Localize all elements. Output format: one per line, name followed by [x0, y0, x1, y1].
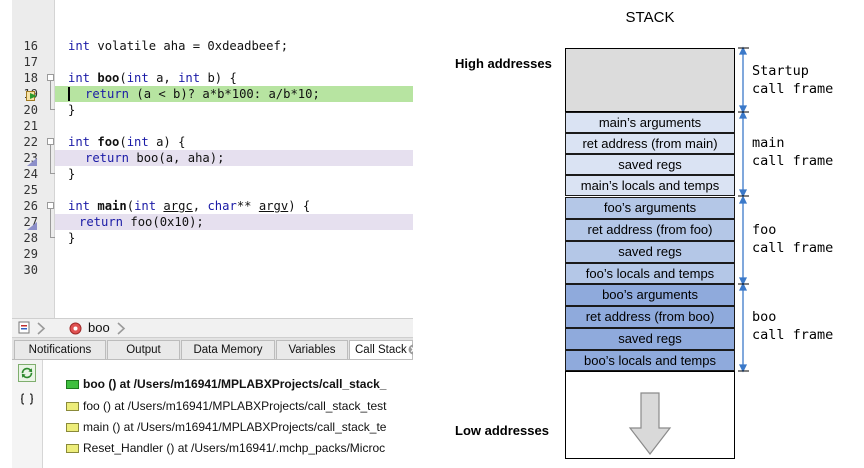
frame-brackets — [738, 46, 749, 373]
code-line[interactable]: int foo(int a) { — [68, 135, 186, 149]
frame-icon — [66, 423, 79, 433]
fold-icon[interactable] — [47, 202, 54, 209]
stack-growth-arrow — [628, 392, 672, 455]
stack-cell-boo-arguments: boo’s arguments — [565, 284, 735, 306]
frame-icon — [66, 444, 79, 454]
line-number: 16 — [23, 39, 38, 53]
startup-frame-label: Startup call frame — [752, 63, 834, 97]
stack-cell-boo-saved-regs: saved regs — [565, 328, 735, 350]
code-line[interactable]: int volatile aha = 0xdeadbeef; — [68, 39, 289, 53]
line-number: 18 — [23, 71, 38, 85]
call-site-line[interactable]: return boo(a, aha); — [55, 150, 413, 166]
code-line[interactable]: int main(int argc, char** argv) { — [68, 199, 311, 213]
line-number: 15 — [12, 0, 38, 4]
call-stack-frame-current[interactable]: boo () at /Users/m16941/MPLABXProjects/c… — [66, 374, 386, 394]
fold-icon[interactable] — [47, 138, 54, 145]
startup-frame-block — [565, 48, 735, 112]
diagram-title: STACK — [625, 9, 675, 26]
fold-guide — [50, 81, 51, 109]
fold-guide — [50, 109, 55, 110]
line-number: 29 — [23, 247, 38, 261]
close-icon[interactable] — [408, 344, 413, 355]
stack-cell-boo-locals: boo’s locals and temps — [565, 350, 735, 371]
code-line[interactable]: } — [68, 103, 76, 117]
refresh-icon[interactable] — [18, 364, 36, 382]
line-number: 21 — [23, 119, 38, 133]
breadcrumb: boo — [12, 318, 413, 338]
call-stack-frame[interactable]: Reset_Handler () at /Users/m16941/.mchp_… — [66, 438, 385, 458]
ide-panel: 15 16 17 18 19 20 21 22 23 24 25 26 27 2… — [12, 0, 413, 468]
source-file-icon[interactable] — [18, 321, 31, 334]
call-site-icon[interactable] — [26, 221, 38, 231]
line-number: 30 — [23, 263, 38, 277]
line-number: 28 — [23, 231, 38, 245]
current-frame-icon — [66, 380, 79, 390]
tab-notifications[interactable]: Notifications — [14, 340, 106, 359]
line-number-gutter: 15 16 17 18 19 20 21 22 23 24 25 26 27 2… — [12, 0, 55, 318]
chevron-right-icon — [117, 322, 126, 335]
line-number: 22 — [23, 135, 38, 149]
high-addresses-label: High addresses — [455, 56, 552, 71]
line-number: 20 — [23, 103, 38, 117]
line-number: 17 — [23, 55, 38, 69]
fold-guide — [50, 145, 51, 173]
call-stack-panel: boo () at /Users/m16941/MPLABXProjects/c… — [12, 360, 413, 468]
frame-icon — [66, 402, 79, 412]
main-frame-label: main call frame — [752, 135, 834, 169]
line-number: 26 — [23, 199, 38, 213]
boo-frame-label: boo call frame — [752, 309, 834, 343]
frame-details-icon[interactable] — [20, 392, 34, 406]
stack-cell-main-saved-regs: saved regs — [565, 154, 735, 175]
code-line[interactable]: } — [68, 167, 76, 181]
fold-guide — [50, 209, 51, 237]
call-stack-frame[interactable]: foo () at /Users/m16941/MPLABXProjects/c… — [66, 396, 386, 416]
fold-guide — [50, 173, 55, 174]
code-line[interactable]: } — [68, 231, 76, 245]
call-site-line[interactable]: return foo(0x10); — [55, 214, 413, 230]
stack-cell-main-ret-address: ret address (from main) — [565, 133, 735, 154]
tab-output[interactable]: Output — [107, 340, 180, 359]
fold-icon[interactable] — [47, 74, 54, 81]
tab-call-stack[interactable]: Call Stack — [349, 340, 413, 359]
tab-call-stack-label: Call Stack — [355, 344, 407, 356]
call-stack-frame[interactable]: main () at /Users/m16941/MPLABXProjects/… — [66, 417, 386, 437]
breadcrumb-function[interactable]: boo — [88, 320, 110, 335]
code-line[interactable]: int boo(int a, int b) { — [68, 71, 237, 85]
tab-variables[interactable]: Variables — [276, 340, 348, 359]
stack-cell-main-locals: main’s locals and temps — [565, 175, 735, 196]
panel-toolbar — [12, 360, 43, 468]
current-execution-line[interactable]: return (a < b)? a*b*100: a/b*10; — [55, 86, 413, 102]
stack-cell-main-arguments: main’s arguments — [565, 112, 735, 133]
stack-cell-boo-ret-address: ret address (from boo) — [565, 306, 735, 328]
stack-cell-foo-locals: foo’s locals and temps — [565, 263, 735, 284]
chevron-right-icon — [37, 322, 46, 335]
program-counter-icon[interactable] — [26, 91, 38, 101]
bottom-tab-bar: Notifications Output Data Memory Variabl… — [12, 338, 413, 360]
line-number: 24 — [23, 167, 38, 181]
text-caret — [68, 87, 70, 101]
line-number: 25 — [23, 183, 38, 197]
stack-cell-foo-saved-regs: saved regs — [565, 241, 735, 263]
stack-cell-foo-arguments: foo’s arguments — [565, 197, 735, 219]
foo-frame-label: foo call frame — [752, 222, 834, 256]
tab-data-memory[interactable]: Data Memory — [181, 340, 275, 359]
stack-cell-foo-ret-address: ret address (from foo) — [565, 219, 735, 241]
call-site-icon[interactable] — [26, 157, 38, 167]
fold-guide — [50, 237, 55, 238]
low-addresses-label: Low addresses — [455, 423, 549, 438]
function-icon — [69, 322, 82, 335]
